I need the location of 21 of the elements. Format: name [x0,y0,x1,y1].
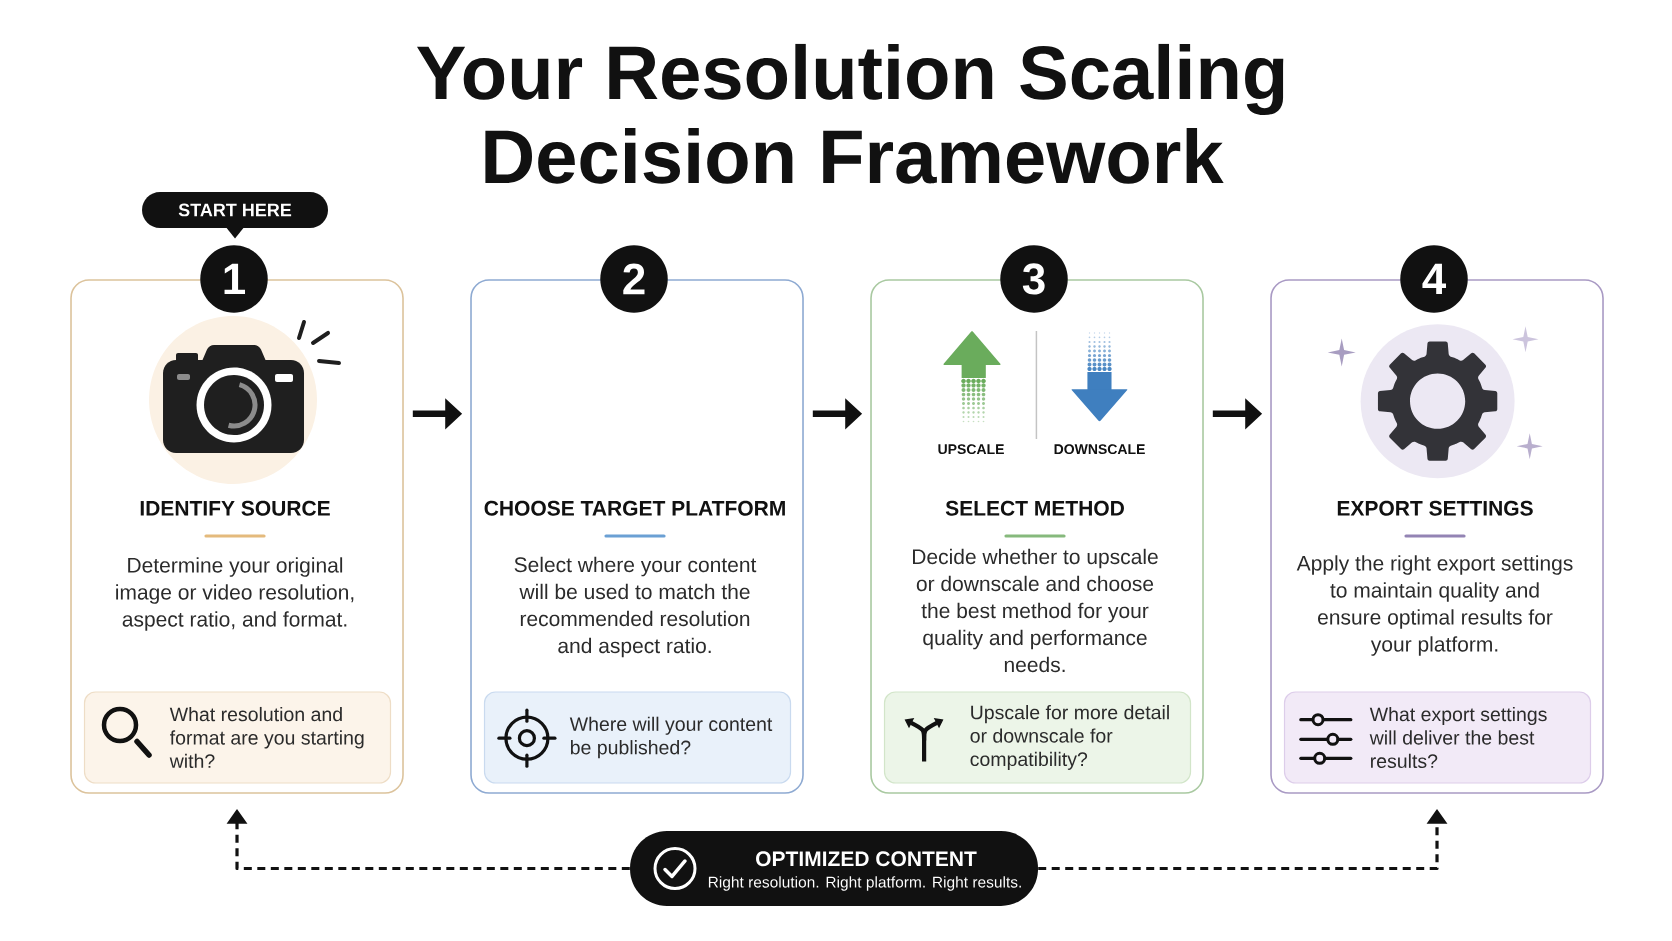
step-heading: CHOOSE TARGET PLATFORM [484,500,785,516]
step-number-badge: 4 [1400,245,1468,313]
step-description: Determine your original image or video resolution, aspect ratio, and format. [116,557,354,631]
step-description: Decide whether to upscale or downscale and choose the best method for your quality and performance needs. [913,548,1158,673]
question-box: Where will your content be published? [483,691,792,784]
step-description: Apply the right export settings to maintain quality and ensure optimal results for your platform. [1296,555,1573,656]
arrow-caption: DOWNSCALE [1054,444,1145,455]
step-number-badge: 1 [200,245,268,313]
step-number-badge: 3 [1000,245,1068,313]
question-box: Upscale for more detail or downscale for compatibility? [883,691,1192,784]
step-heading: IDENTIFY SOURCE [140,500,330,516]
arrow-caption: UPSCALE [938,444,1004,455]
question-box: What export settings will deliver the best results? [1283,691,1592,784]
step-number-badge: 2 [600,245,668,313]
result-banner: OPTIMIZED CONTENT Right resolution. Right platform. Right results. [630,831,1038,906]
step-heading: EXPORT SETTINGS [1337,500,1533,516]
step-description: Select where your content will be used to match the recommended resolution and aspect ratio. [514,556,757,658]
question-box: What resolution and format are you starting with? [83,691,392,784]
callout-bubble: START HERE [142,192,328,239]
title: Your Resolution Scaling Decision Framework [417,43,1284,184]
step-heading: SELECT METHOD [945,500,1124,516]
